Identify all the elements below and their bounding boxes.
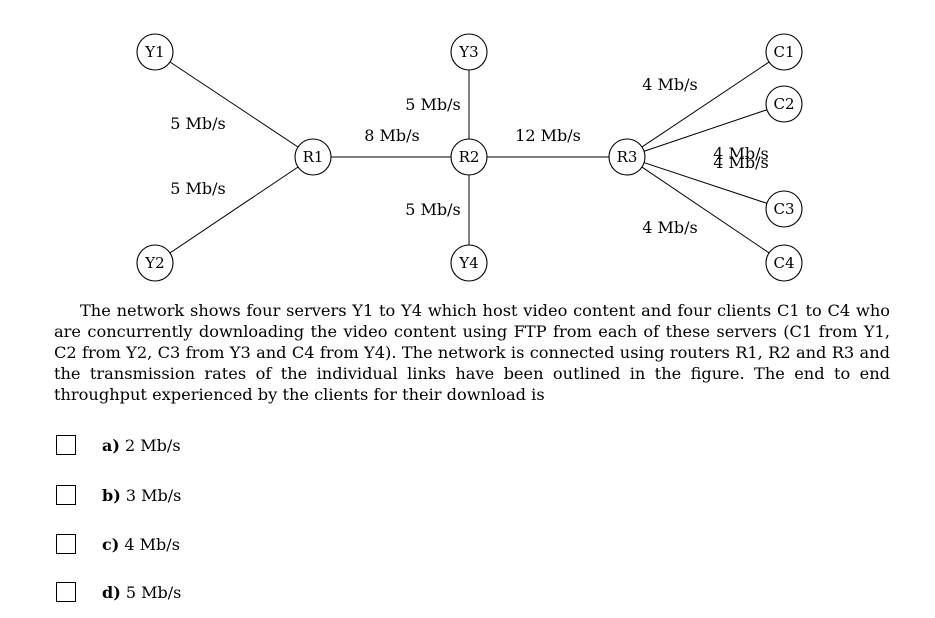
option-b-label: b) 3 Mb/s [102, 486, 181, 505]
question-text: The network shows four servers Y1 to Y4 … [54, 301, 890, 404]
link-label-r3-c4: 4 Mb/s [642, 218, 698, 237]
node-r1-label: R1 [303, 148, 324, 166]
link-label-r3-c1: 4 Mb/s [642, 75, 698, 94]
node-r3: R3 [608, 138, 646, 176]
link-r3-c3 [626, 156, 785, 210]
node-y3: Y3 [450, 33, 488, 71]
option-c-text: 4 Mb/s [124, 534, 180, 554]
node-y4: Y4 [450, 244, 488, 282]
node-c3: C3 [765, 190, 803, 228]
node-c2: C2 [765, 85, 803, 123]
link-r3-c2 [626, 103, 785, 158]
link-r3-c1 [626, 51, 785, 158]
option-a-label: a) 2 Mb/s [102, 436, 181, 455]
option-b-checkbox[interactable] [56, 485, 76, 505]
node-c1: C1 [765, 33, 803, 71]
link-y1-r1 [154, 51, 314, 158]
node-y2-label: Y2 [144, 254, 164, 272]
option-c-label: c) 4 Mb/s [102, 535, 180, 554]
node-r1: R1 [294, 138, 332, 176]
option-a[interactable]: a) 2 Mb/s [56, 433, 181, 457]
link-label-r3-c3: 4 Mb/s [713, 153, 769, 172]
node-c4: C4 [765, 244, 803, 282]
option-d-label: d) 5 Mb/s [102, 583, 181, 602]
option-b-text: 3 Mb/s [125, 485, 182, 505]
link-label-y2-r1: 5 Mb/s [170, 179, 226, 198]
node-c3-label: C3 [773, 200, 794, 218]
option-b[interactable]: b) 3 Mb/s [56, 483, 181, 507]
option-d-text: 5 Mb/s [125, 582, 182, 602]
link-r3-c4 [626, 156, 785, 264]
network-diagram: Y1 Y2 Y3 Y4 R1 R2 R3 C1 C2 C3 C4 5 Mb/s [136, 33, 803, 282]
node-r2-label: R2 [459, 148, 480, 166]
option-c-checkbox[interactable] [56, 534, 76, 554]
link-label-r3-c2: 4 Mb/s [713, 144, 769, 163]
node-r3-label: R3 [617, 148, 638, 166]
option-d-letter: d) [102, 582, 121, 602]
node-y3-label: Y3 [458, 43, 478, 61]
option-a-checkbox[interactable] [56, 435, 76, 455]
node-r2: R2 [450, 138, 488, 176]
link-y2-r1 [154, 156, 314, 264]
link-label-y1-r1: 5 Mb/s [170, 114, 226, 133]
link-label-y4-r2: 5 Mb/s [405, 200, 461, 219]
node-y1-label: Y1 [144, 43, 164, 61]
node-y4-label: Y4 [458, 254, 478, 272]
node-c4-label: C4 [773, 254, 794, 272]
option-d[interactable]: d) 5 Mb/s [56, 580, 181, 604]
link-label-r1-r2: 8 Mb/s [364, 126, 420, 145]
option-a-text: 2 Mb/s [125, 435, 181, 455]
node-c2-label: C2 [773, 95, 794, 113]
node-c1-label: C1 [773, 43, 794, 61]
option-d-checkbox[interactable] [56, 582, 76, 602]
option-b-letter: b) [102, 485, 121, 505]
option-c[interactable]: c) 4 Mb/s [56, 532, 180, 556]
node-y2: Y2 [136, 244, 174, 282]
option-a-letter: a) [102, 435, 120, 455]
node-y1: Y1 [136, 33, 174, 71]
link-label-y3-r2: 5 Mb/s [405, 95, 461, 114]
link-label-r2-r3: 12 Mb/s [515, 126, 581, 145]
option-c-letter: c) [102, 534, 120, 554]
